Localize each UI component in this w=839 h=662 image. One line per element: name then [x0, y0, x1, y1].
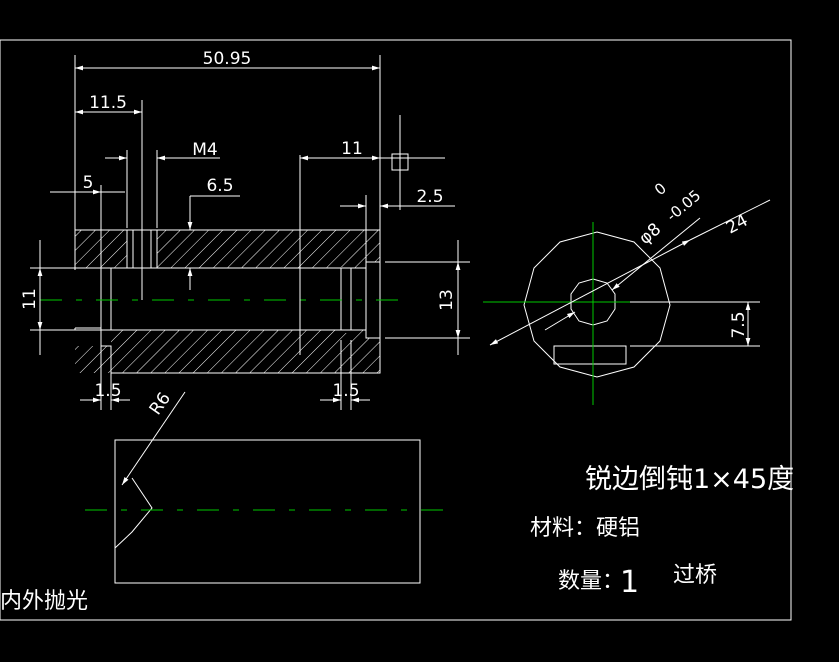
note-polish: 内外抛光 — [0, 589, 88, 614]
note-material: 材料：硬铝 — [530, 516, 640, 541]
dim-right-depth: 11 — [341, 139, 363, 159]
dim-groove-right: 1.5 — [332, 381, 359, 401]
dim-right-height: 13 — [437, 289, 457, 311]
dim-left-offset: 5 — [83, 173, 94, 193]
end-view: φ8 0 -0.05 24 7.5 — [483, 179, 771, 405]
dim-thread-depth: 6.5 — [206, 176, 233, 196]
note-quantity-value: 1 — [620, 565, 639, 600]
dim-radius: R6 — [146, 389, 175, 419]
dim-groove-left: 1.5 — [94, 381, 121, 401]
notes: 锐边倒钝1×45度 材料：硬铝 数量： 1 过桥 内外抛光 — [0, 464, 794, 614]
note-edge-treatment: 锐边倒钝1×45度 — [585, 464, 794, 495]
side-view-outline — [114, 439, 421, 584]
section-view: 50.95 11.5 M4 5 6.5 11 2.5 11 13 1.5 1.5 — [20, 49, 470, 410]
drawing-frame — [0, 39, 792, 621]
side-view: R6 — [85, 389, 445, 584]
dim-hole-offset: 11.5 — [89, 93, 127, 113]
hatched-upper-wall — [75, 230, 380, 268]
dim-bore: φ8 — [635, 219, 665, 248]
dim-bore-tol-upper: 0 — [651, 179, 670, 199]
dim-overall-length: 50.95 — [203, 49, 252, 69]
flat-slot — [553, 345, 627, 365]
dim-flat-height: 7.5 — [729, 311, 749, 338]
dim-outer-dia: 24 — [723, 211, 751, 239]
note-fit: 过桥 — [673, 563, 717, 588]
note-quantity-label: 数量： — [558, 569, 624, 594]
dim-left-height: 11 — [20, 288, 40, 310]
outer-dodecagon — [523, 231, 671, 378]
dim-thread: M4 — [192, 140, 217, 160]
dim-right-step: 2.5 — [416, 187, 443, 207]
hatched-lower-wall — [75, 330, 380, 373]
